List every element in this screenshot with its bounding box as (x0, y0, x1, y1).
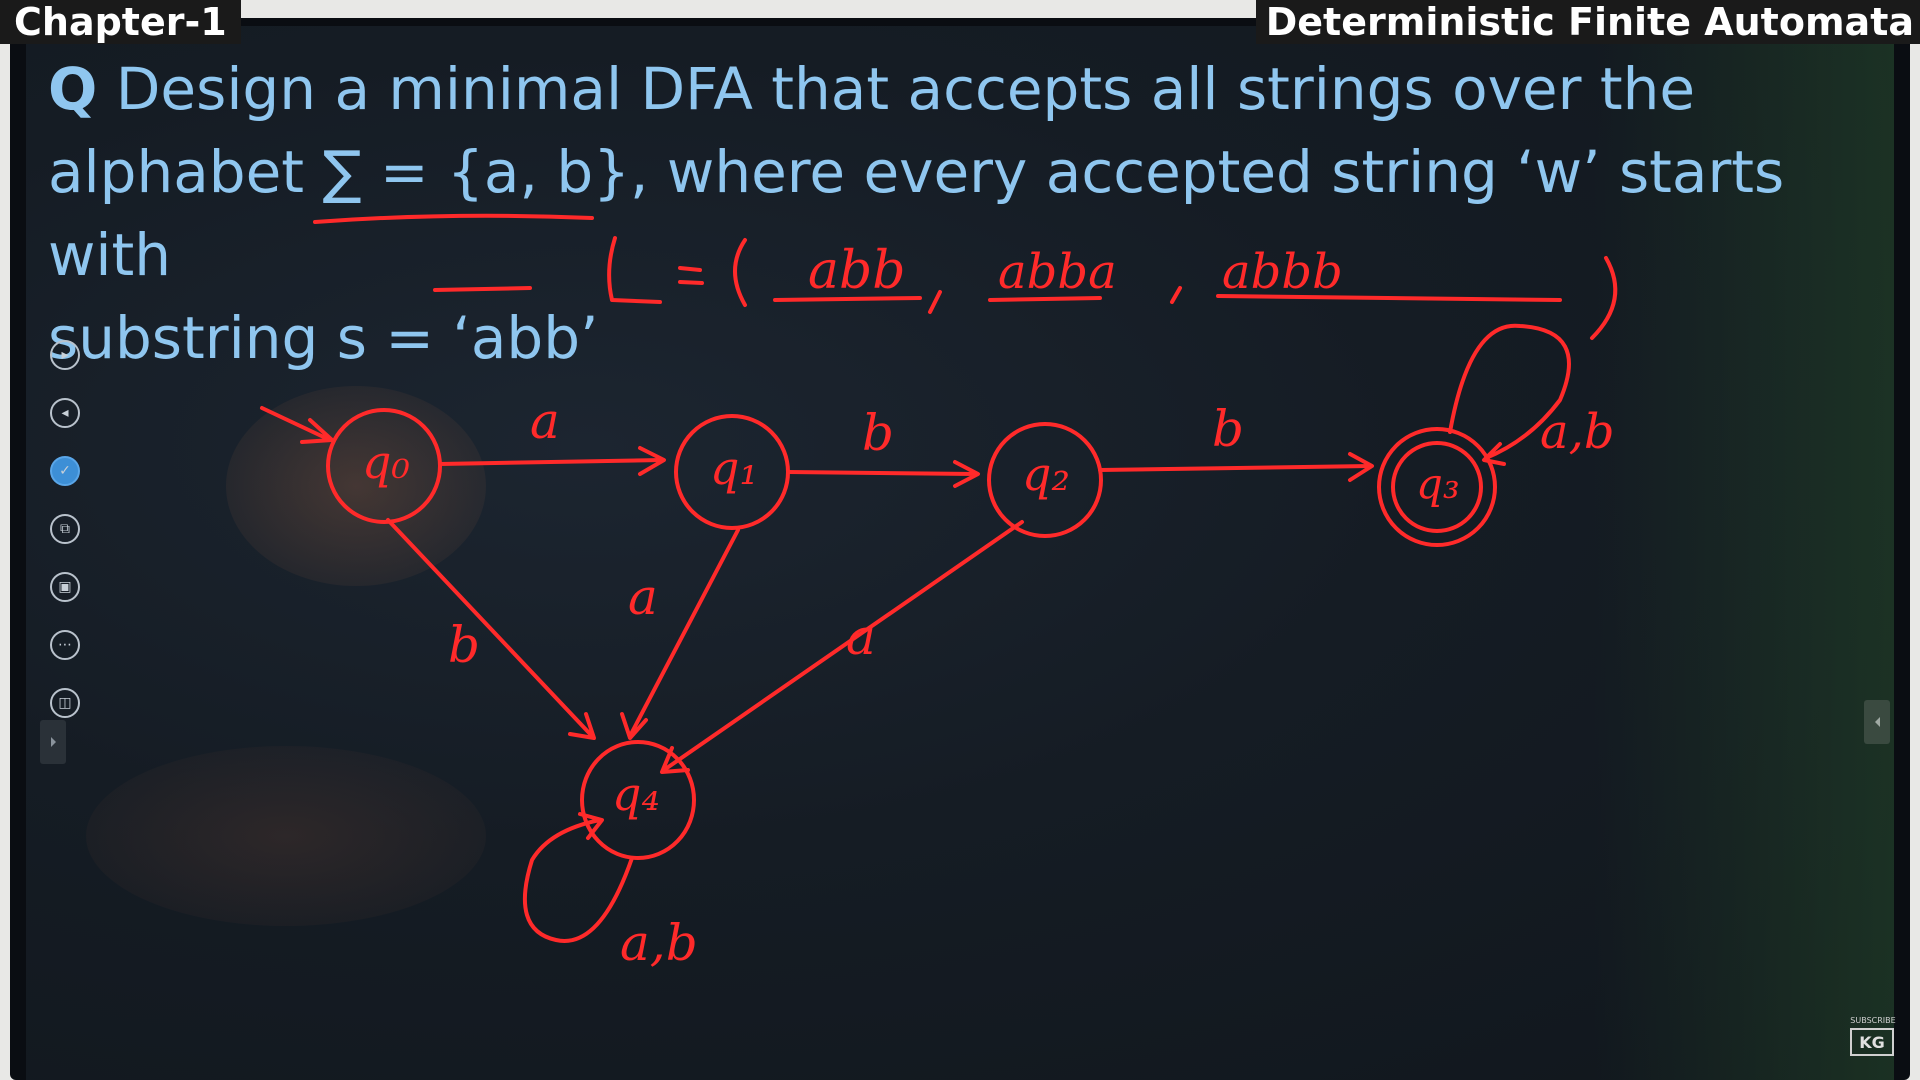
language-close-brace (1590, 256, 1618, 340)
transition-label-a: a (530, 392, 560, 450)
state-q3-inner (1391, 441, 1483, 533)
state-q2 (987, 422, 1103, 538)
smartboard-screen (26, 26, 1894, 1080)
self-loop-label-ab: a,b (1540, 404, 1615, 460)
more-icon[interactable]: ⋯ (50, 630, 80, 660)
channel-logo[interactable]: KG (1850, 1028, 1894, 1056)
state-label-q4: q₄ (612, 767, 660, 821)
transition-label-b: b (862, 404, 894, 462)
state-label-q1: q₁ (710, 441, 758, 495)
state-q0 (326, 408, 442, 524)
back-icon[interactable]: ◂ (50, 398, 80, 428)
start-arrow (260, 406, 334, 444)
whiteboard-toolbar: ▸ ◂ ✓ ⧉ ▣ ⋯ ◫ (50, 340, 86, 746)
self-loop-label-ab: a,b (620, 914, 698, 972)
right-panel-handle[interactable] (1864, 700, 1890, 744)
state-label-q0: q₀ (362, 435, 410, 489)
state-label-q2: q₂ (1022, 447, 1070, 501)
subscribe-caption: SUBSCRIBE (1850, 1016, 1896, 1025)
question-marker: Q (48, 55, 98, 123)
state-label-q3: q₃ (1416, 459, 1460, 508)
pen-icon[interactable]: ✓ (50, 456, 80, 486)
screenshot-icon[interactable]: ▣ (50, 572, 80, 602)
chapter-label: Chapter-1 (0, 0, 241, 44)
language-open-brace (733, 238, 747, 307)
language-underline-abba (988, 296, 1102, 302)
left-panel-handle[interactable] (40, 720, 66, 764)
glare-reflection (86, 746, 486, 926)
language-L-letter (607, 236, 662, 304)
language-element-abbb: abbb (1222, 244, 1343, 300)
language-element-abb: abb (808, 241, 906, 301)
copy-icon[interactable]: ⧉ (50, 514, 80, 544)
language-equals (678, 266, 704, 285)
language-comma (1170, 286, 1182, 304)
state-q3-outer (1377, 427, 1497, 547)
transition-q2-q3 (1098, 452, 1374, 482)
transition-label-a: a (628, 568, 658, 626)
question-line-1: Q Design a minimal DFA that accepts all … (48, 48, 1848, 131)
language-element-abba: abba (998, 244, 1117, 300)
transition-q1-q2 (786, 460, 980, 488)
transition-q0-q1 (438, 446, 666, 476)
language-underline-abb (773, 296, 922, 302)
underline-sigma (313, 213, 594, 224)
question-line-1-text: Design a minimal DFA that accepts all st… (115, 55, 1696, 123)
question-line-2: alphabet ∑ = {a, b}, where every accepte… (48, 138, 1785, 289)
language-underline-abbb (1216, 294, 1562, 302)
question-text: Q Design a minimal DFA that accepts all … (48, 48, 1848, 380)
transition-q0-q4 (386, 518, 596, 740)
transition-q2-q4 (660, 520, 1024, 774)
self-loop-q4 (522, 812, 634, 943)
language-comma (928, 290, 942, 314)
topic-label: Deterministic Finite Automata (1255, 0, 1920, 44)
transition-q1-q4 (620, 528, 740, 740)
question-line-3: substring s = ‘abb’ (48, 304, 599, 372)
self-loop-q3 (1448, 323, 1571, 466)
state-q4 (580, 740, 696, 860)
transition-label-b: b (448, 616, 480, 674)
transition-label-b: b (1212, 400, 1244, 458)
transition-label-a: a (846, 608, 876, 666)
underline-abb (433, 286, 532, 292)
play-icon[interactable]: ▸ (50, 340, 80, 370)
display-icon[interactable]: ◫ (50, 688, 80, 718)
